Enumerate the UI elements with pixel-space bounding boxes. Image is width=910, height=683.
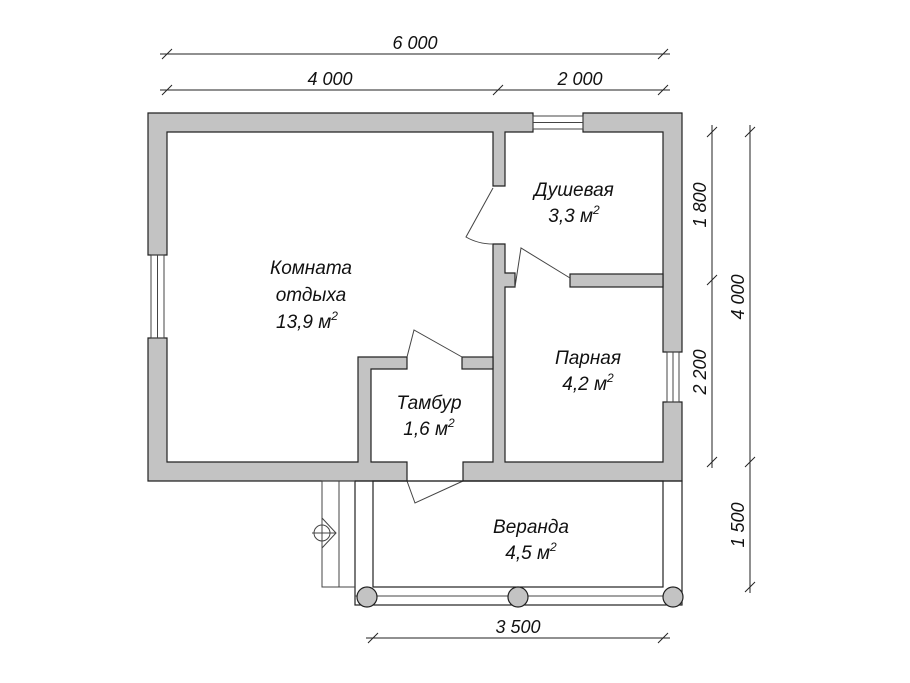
room-name: отдыха: [276, 285, 347, 306]
post: [356, 586, 378, 608]
room-name: Веранда: [493, 517, 569, 538]
room-area: 1,6 м2: [403, 416, 455, 440]
room-area: 13,9 м2: [276, 309, 338, 333]
doors: [406, 187, 571, 504]
dim-veranda-depth: 1 500: [728, 502, 748, 547]
room-name: Душевая: [532, 180, 614, 201]
dim-veranda-width: 3 500: [495, 617, 540, 637]
room-name: Парная: [555, 348, 621, 369]
room-area: 3,3 м2: [548, 203, 600, 227]
dim-total-width: 6 000: [392, 33, 437, 53]
room-area: 4,2 м2: [562, 371, 614, 395]
dim-right-width: 2 000: [556, 69, 602, 89]
room-labels: Комната отдыха 13,9 м2 Душевая 3,3 м2 Па…: [270, 180, 621, 564]
room-name: Комната: [270, 258, 352, 279]
post: [662, 586, 684, 608]
dim-lower-right-height: 2 200: [690, 349, 710, 395]
room-name: Тамбур: [396, 393, 461, 414]
walls: [147, 112, 683, 482]
post: [507, 586, 529, 608]
windows: [150, 115, 680, 403]
room-area: 4,5 м2: [505, 540, 557, 564]
dimensions: [160, 48, 756, 644]
veranda: [312, 480, 684, 608]
dimension-labels: 6 000 4 000 2 000 1 800 2 200 4 000 1 50…: [307, 33, 748, 637]
dim-left-width: 4 000: [307, 69, 352, 89]
dim-total-height: 4 000: [728, 274, 748, 319]
dim-upper-right-height: 1 800: [690, 182, 710, 227]
